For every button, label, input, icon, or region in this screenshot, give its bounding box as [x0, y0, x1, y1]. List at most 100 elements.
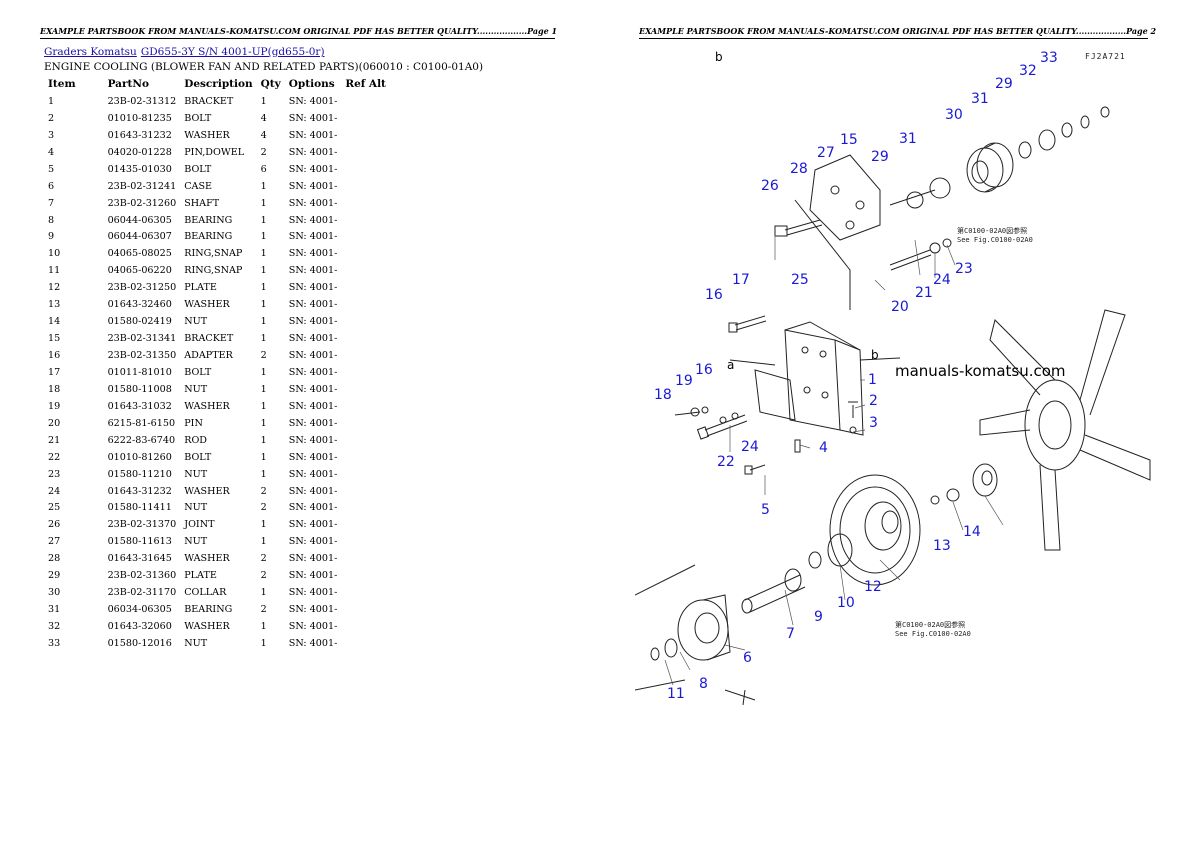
- callout-4: 4: [819, 440, 828, 456]
- col-header-item: Item: [48, 78, 76, 90]
- cell-item: 7: [48, 197, 55, 209]
- callout-12: 12: [864, 579, 882, 595]
- cell-refalt: [341, 449, 390, 466]
- cell-description: CASE: [184, 180, 213, 192]
- cell-refalt: [341, 245, 390, 262]
- cell-refalt: [341, 229, 390, 246]
- callout-6: 6: [743, 650, 752, 666]
- cell-partno: 04065-08025: [107, 248, 172, 260]
- cell-description: NUT: [184, 316, 208, 328]
- cell-partno: 01580-11411: [107, 502, 172, 514]
- cell-options: SN: 4001-: [288, 265, 338, 277]
- cell-item: 25: [48, 502, 61, 514]
- cell-qty: 1: [260, 519, 267, 531]
- callout-30: 30: [945, 107, 963, 123]
- cell-qty: 1: [260, 587, 267, 599]
- cell-refalt: [341, 550, 390, 567]
- cell-partno: 23B-02-31312: [107, 95, 177, 107]
- cell-item: 24: [48, 485, 61, 497]
- callout-3: 3: [869, 415, 878, 431]
- cell-options: SN: 4001-: [288, 400, 338, 412]
- cell-qty: 1: [260, 180, 267, 192]
- table-header-row: Item PartNo Description Qty Options Ref …: [44, 77, 390, 93]
- cell-partno: 01580-02419: [107, 316, 172, 328]
- callout-9: 9: [814, 609, 823, 625]
- cell-qty: 1: [260, 95, 267, 107]
- callout-19: 19: [675, 373, 693, 389]
- cell-options: SN: 4001-: [288, 621, 338, 633]
- page-2: EXAMPLE PARTSBOOK FROM MANUALS-KOMATSU.C…: [595, 0, 1190, 842]
- cell-description: NUT: [184, 502, 208, 514]
- cell-qty: 1: [260, 536, 267, 548]
- cell-qty: 1: [260, 468, 267, 480]
- cell-refalt: [341, 415, 390, 432]
- parts-table: Item PartNo Description Qty Options Ref …: [44, 77, 390, 652]
- lower-pulley-assembly: [808, 474, 921, 586]
- cell-description: WASHER: [184, 485, 230, 497]
- cell-options: SN: 4001-: [288, 383, 338, 395]
- callout-23: 23: [955, 261, 973, 277]
- cell-options: SN: 4001-: [288, 451, 338, 463]
- cell-item: 11: [48, 265, 61, 277]
- cell-description: BOLT: [184, 112, 212, 124]
- cell-options: SN: 4001-: [288, 248, 338, 260]
- col-header-refalt: Ref Alt: [345, 78, 386, 90]
- cell-description: BRACKET: [184, 333, 234, 345]
- cell-refalt: [341, 398, 390, 415]
- cell-qty: 4: [260, 112, 267, 124]
- drawing-code: FJ2A721: [1085, 52, 1126, 61]
- cell-item: 21: [48, 434, 61, 446]
- cell-options: SN: 4001-: [288, 536, 338, 548]
- diagram-drawing: [635, 106, 1151, 706]
- cell-qty: 1: [260, 637, 267, 649]
- cell-qty: 1: [260, 417, 267, 429]
- cell-refalt: [341, 483, 390, 500]
- cell-refalt: [341, 584, 390, 601]
- cell-options: SN: 4001-: [288, 112, 338, 124]
- cell-item: 2: [48, 112, 55, 124]
- cell-item: 33: [48, 637, 61, 649]
- breadcrumb-link-model[interactable]: GD655-3Y S/N 4001-UP(gd655-0r): [140, 46, 325, 58]
- cell-refalt: [341, 110, 390, 127]
- cell-qty: 1: [260, 197, 267, 209]
- cell-options: SN: 4001-: [288, 604, 338, 616]
- callout-14: 14: [963, 524, 981, 540]
- cell-description: BRACKET: [184, 95, 234, 107]
- cell-options: SN: 4001-: [288, 180, 338, 192]
- col-header-options: Options: [288, 78, 335, 90]
- callout-18: 18: [654, 387, 672, 403]
- section-title: ENGINE COOLING (BLOWER FAN AND RELATED P…: [44, 61, 484, 73]
- cell-partno: 23B-02-31241: [107, 180, 177, 192]
- col-header-qty: Qty: [260, 78, 281, 90]
- cell-refalt: [341, 432, 390, 449]
- ref-note-lower-jp: 第C0100-02A0図参照: [895, 621, 966, 629]
- cell-item: 3: [48, 129, 55, 141]
- cell-description: NUT: [184, 637, 208, 649]
- cell-partno: 01010-81260: [107, 451, 172, 463]
- col-header-partno: PartNo: [107, 78, 149, 90]
- breadcrumb-link-graders[interactable]: Graders Komatsu: [44, 46, 137, 58]
- callout-5: 5: [761, 502, 770, 518]
- cell-item: 15: [48, 333, 61, 345]
- ref-note-upper-en: See Fig.C0100-02A0: [957, 236, 1033, 244]
- cell-partno: 01643-32060: [107, 621, 172, 633]
- cell-partno: 6215-81-6150: [107, 417, 176, 429]
- cell-partno: 01643-31232: [107, 485, 172, 497]
- cell-qty: 1: [260, 282, 267, 294]
- callout-13: 13: [933, 538, 951, 554]
- cell-qty: 1: [260, 333, 267, 345]
- callout-31: 31: [971, 91, 989, 107]
- callout-15: 15: [840, 132, 858, 148]
- cell-options: SN: 4001-: [288, 214, 338, 226]
- callout-21: 21: [915, 285, 933, 301]
- cell-description: BEARING: [184, 604, 233, 616]
